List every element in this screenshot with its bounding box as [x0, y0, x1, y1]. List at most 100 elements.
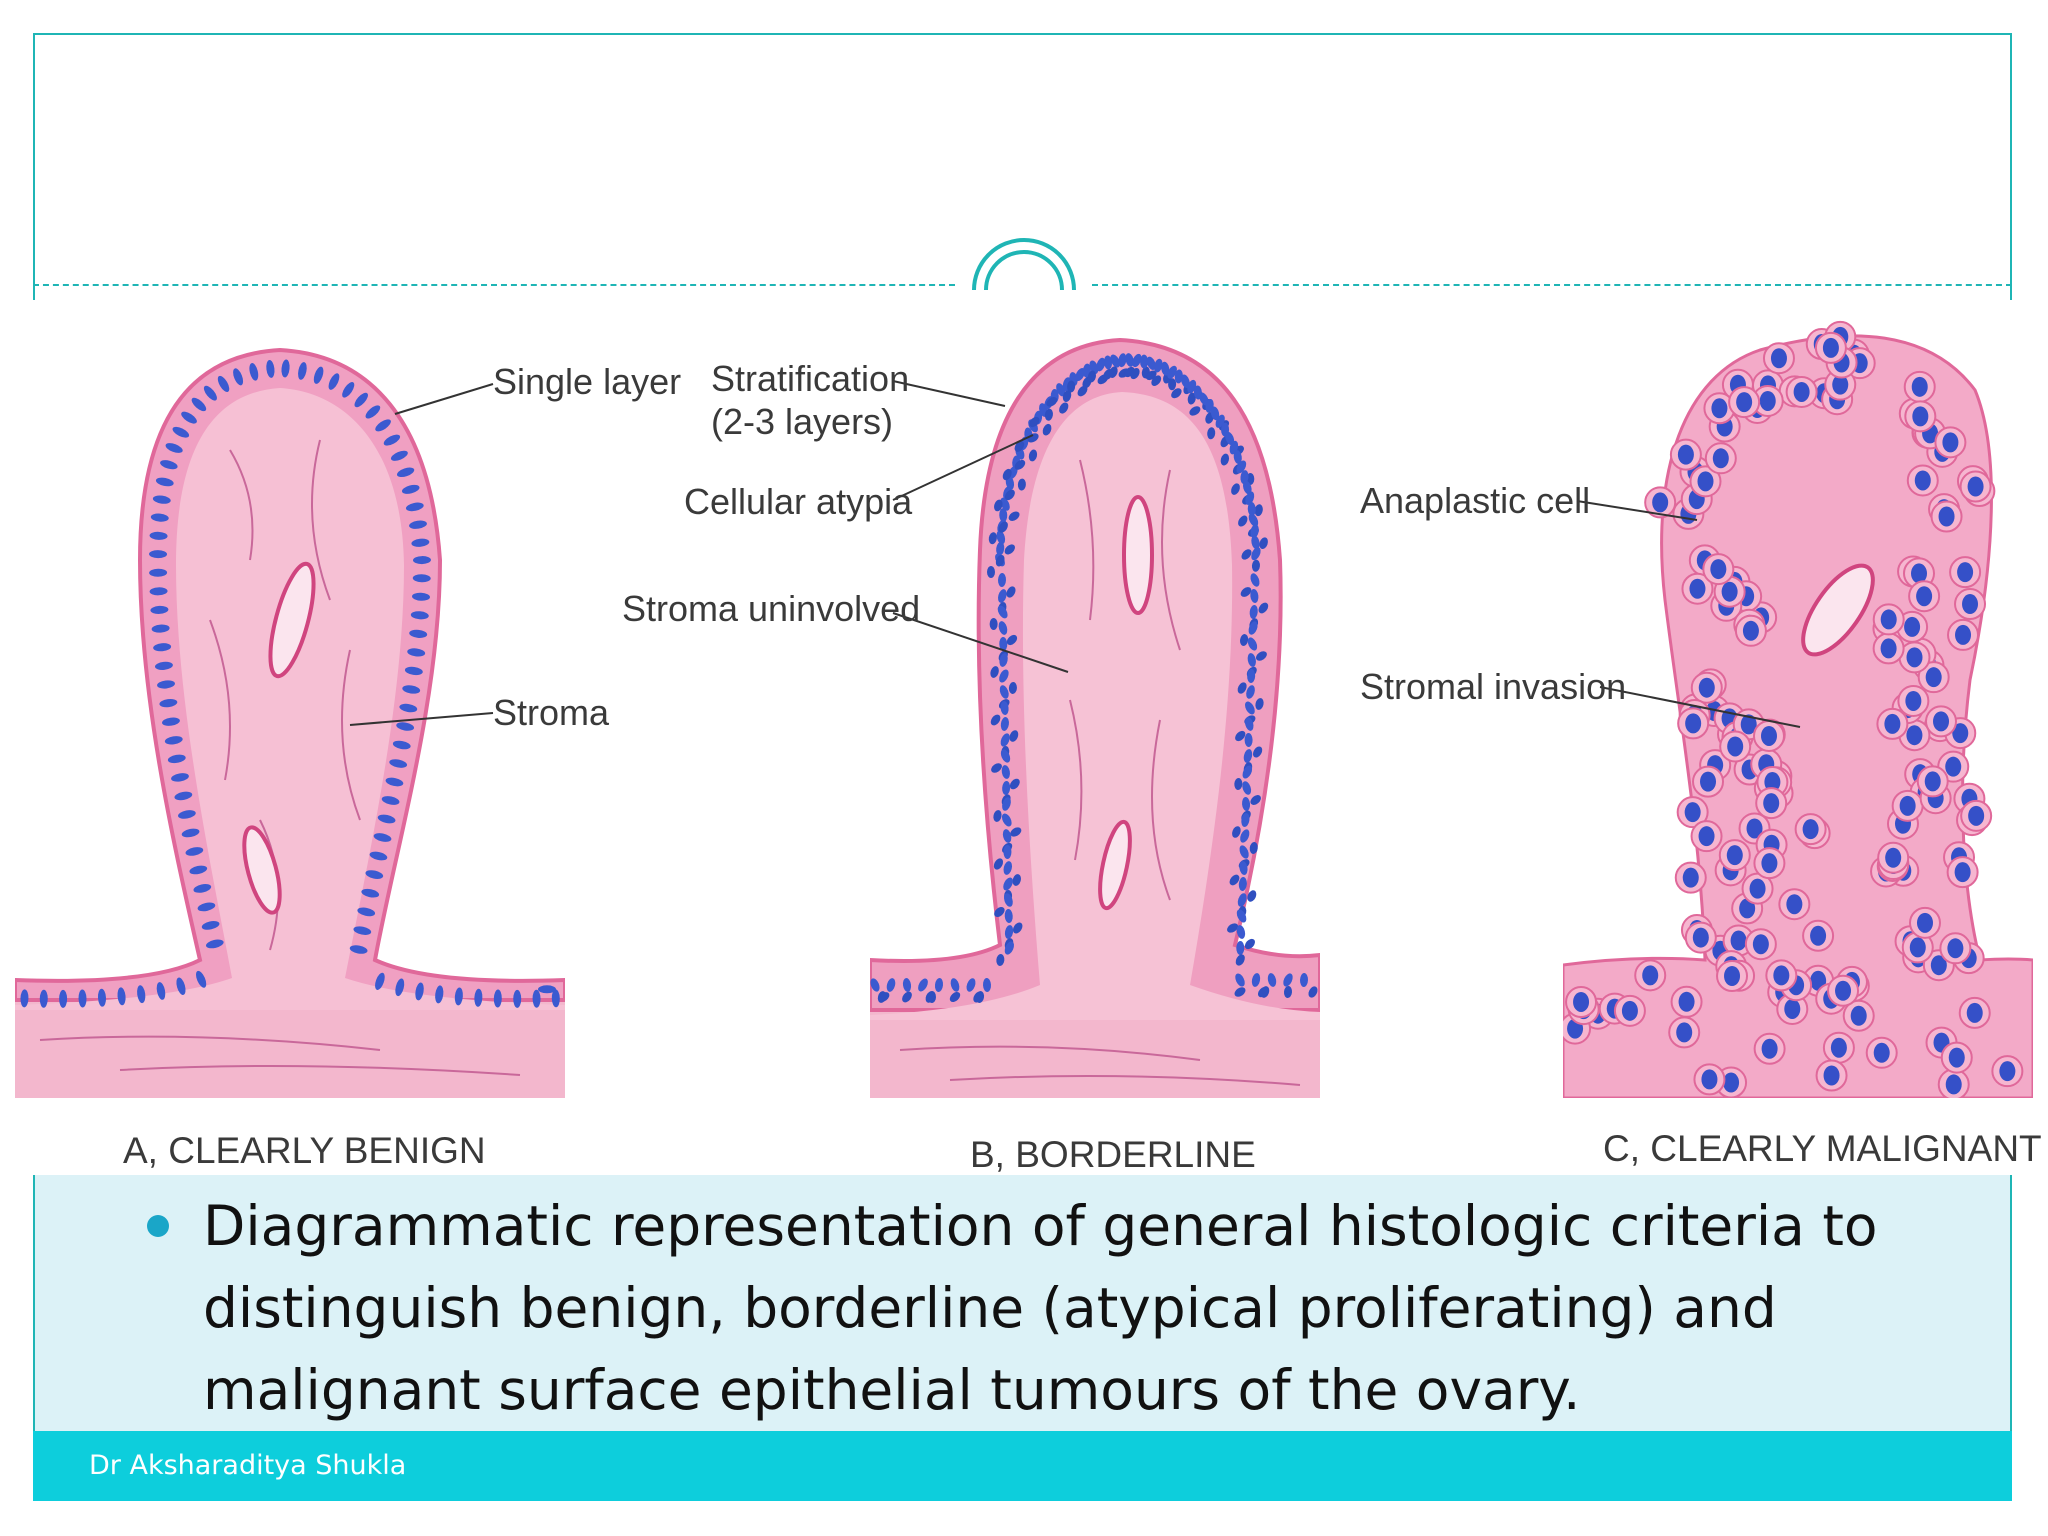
- benign-base-stroma: [15, 1000, 565, 1098]
- epithelial-nucleus: [354, 392, 368, 408]
- stratified-nucleus: [1237, 682, 1247, 694]
- stratified-nucleus: [993, 858, 1004, 870]
- stratified-nucleus: [1251, 547, 1261, 561]
- anaplastic-nucleus: [1930, 955, 1947, 976]
- epithelial-nucleus: [249, 363, 259, 381]
- stratified-nucleus: [1028, 449, 1038, 462]
- stratified-nucleus: [991, 763, 1002, 773]
- anaplastic-nucleus: [1698, 826, 1715, 847]
- leader-anaplastic-cell: [1576, 500, 1698, 521]
- stratified-nucleus: [1246, 685, 1255, 699]
- stratified-nucleus: [1187, 392, 1196, 405]
- stratified-nucleus: [993, 810, 1002, 822]
- anaplastic-nucleus: [1810, 925, 1827, 946]
- borderline-nuclei: [870, 353, 1318, 1003]
- anaplastic-nucleus: [1999, 1061, 2016, 1082]
- leader-stroma: [349, 712, 494, 726]
- stratified-nucleus: [1238, 877, 1247, 891]
- anaplastic-nucleus: [1954, 862, 1971, 883]
- stratified-nucleus: [1283, 973, 1293, 987]
- anaplastic-nucleus: [1906, 647, 1923, 668]
- stratified-nucleus: [1002, 781, 1011, 795]
- epithelial-nucleus: [365, 870, 384, 879]
- stratified-nucleus: [994, 499, 1003, 512]
- caption-malignant: C, CLEARLY MALIGNANT: [1603, 1128, 2042, 1169]
- epithelial-nucleus: [298, 362, 307, 380]
- stratified-nucleus: [998, 589, 1007, 603]
- stratified-nucleus: [1259, 537, 1268, 550]
- anaplastic-nucleus: [1701, 1069, 1718, 1090]
- stratified-nucleus: [1250, 795, 1261, 805]
- anaplastic-nucleus: [1942, 432, 1959, 453]
- anaplastic-nucleus: [1968, 805, 1985, 826]
- epithelial-nucleus: [551, 989, 560, 1008]
- stratified-nucleus: [1004, 925, 1014, 939]
- anaplastic-nucleus: [1880, 638, 1897, 659]
- stratified-nucleus: [998, 621, 1008, 635]
- anaplastic-nucleus: [1945, 756, 1962, 777]
- epithelial-nucleus: [149, 587, 168, 596]
- epithelial-nucleus: [395, 978, 405, 997]
- stratified-nucleus: [996, 530, 1006, 545]
- stratified-nucleus: [1236, 460, 1247, 474]
- anaplastic-nucleus: [1911, 376, 1928, 397]
- stratified-nucleus: [1247, 637, 1258, 651]
- anaplastic-nucleus: [1723, 1072, 1740, 1093]
- stratified-nucleus: [1251, 973, 1261, 987]
- stratified-nucleus: [1244, 717, 1254, 731]
- anaplastic-nucleus: [1885, 847, 1902, 868]
- anaplastic-nucleus: [1873, 1042, 1890, 1063]
- stratified-nucleus: [1199, 392, 1209, 406]
- stratified-nucleus: [998, 521, 1008, 533]
- stratified-nucleus: [982, 978, 992, 992]
- stratified-nucleus: [1210, 406, 1220, 421]
- stratified-nucleus: [1250, 589, 1259, 603]
- epithelial-nucleus: [149, 531, 168, 540]
- anaplastic-nucleus: [1911, 563, 1928, 584]
- stratified-nucleus: [1004, 909, 1013, 923]
- anaplastic-nucleus: [1740, 714, 1757, 735]
- stratified-nucleus: [1240, 634, 1249, 646]
- anaplastic-nucleus: [1909, 937, 1926, 958]
- epithelial-nucleus: [149, 568, 168, 577]
- stratified-nucleus: [999, 637, 1008, 651]
- stratified-nucleus: [1247, 502, 1256, 517]
- stratified-nucleus: [1146, 356, 1156, 370]
- anaplastic-nucleus: [1682, 867, 1699, 888]
- anaplastic-nucleus: [1676, 1022, 1693, 1043]
- anaplastic-nucleus: [1835, 980, 1852, 1001]
- stratified-nucleus: [870, 978, 880, 992]
- stratified-nucleus: [1003, 845, 1012, 859]
- anaplastic-nucleus: [1726, 845, 1743, 866]
- stratified-nucleus: [1001, 813, 1012, 827]
- stratified-nucleus: [1014, 441, 1025, 452]
- anaplastic-nucleus: [1724, 966, 1741, 987]
- stratified-nucleus: [1240, 587, 1252, 597]
- stratified-nucleus: [918, 978, 928, 992]
- stratified-nucleus: [1062, 390, 1072, 402]
- stratified-nucleus: [1002, 829, 1012, 843]
- stratified-nucleus: [1227, 923, 1239, 933]
- epithelial-nucleus: [78, 989, 87, 1008]
- stratified-nucleus: [990, 666, 999, 678]
- epithelial-nucleus: [392, 740, 411, 750]
- stratified-nucleus: [1299, 973, 1309, 987]
- anaplastic-nucleus: [1689, 578, 1706, 599]
- stratified-nucleus: [996, 954, 1005, 966]
- epithelial-nucleus: [164, 736, 183, 745]
- stratified-nucleus: [1229, 874, 1240, 886]
- epithelial-nucleus: [189, 865, 208, 875]
- stratified-nucleus: [1109, 366, 1118, 378]
- epithelial-nucleus: [407, 648, 426, 657]
- stratified-nucleus: [1236, 909, 1247, 923]
- stratified-nucleus: [1017, 478, 1026, 491]
- epithelial-nucleus: [349, 945, 368, 954]
- stratified-nucleus: [902, 978, 912, 992]
- stratified-nucleus: [1232, 826, 1241, 838]
- epithelial-nucleus: [149, 550, 168, 559]
- epithelial-nucleus: [171, 773, 189, 782]
- anaplastic-nucleus: [1784, 998, 1801, 1019]
- epithelial-nucleus: [154, 661, 173, 670]
- epithelial-nucleus: [117, 987, 126, 1006]
- anaplastic-nucleus: [1685, 713, 1702, 734]
